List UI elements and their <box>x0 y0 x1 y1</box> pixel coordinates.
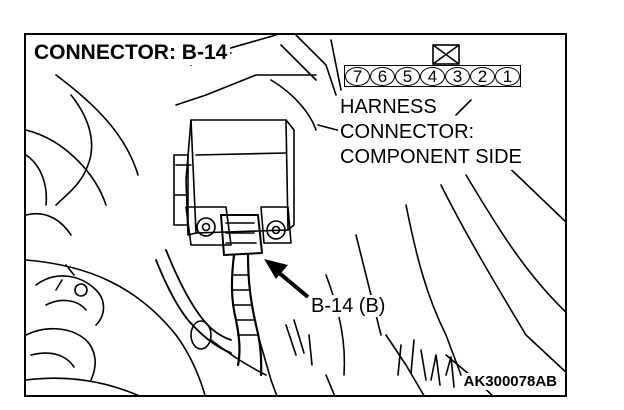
pin-1: 1 <box>495 66 520 86</box>
pin-6: 6 <box>370 66 395 86</box>
pin-2: 2 <box>470 66 495 86</box>
diagram-title: CONNECTOR: B-14 <box>32 41 231 65</box>
pin-4: 4 <box>420 66 445 86</box>
connector-pinout: 7 6 5 4 3 2 1 <box>344 65 521 87</box>
hose-outline-top <box>55 74 139 176</box>
harness-label-line-2: CONNECTOR: <box>338 120 477 145</box>
pointer-arrow-icon <box>264 259 310 299</box>
harness-connector-label: HARNESS CONNECTOR: COMPONENT SIDE <box>336 95 526 170</box>
harness-label-line-1: HARNESS <box>338 95 439 120</box>
connector-lock-tab-icon <box>432 44 460 65</box>
connector-diagram: CONNECTOR: B-14 7 6 5 4 3 2 1 HARNESS CO… <box>24 33 567 397</box>
pin-3: 3 <box>445 66 470 86</box>
harness-label-line-3: COMPONENT SIDE <box>338 145 524 170</box>
pin-5: 5 <box>395 66 420 86</box>
figure-code: AK300078AB <box>461 373 559 390</box>
engine-bay-illustration <box>26 35 565 395</box>
connector-callout: B-14 (B) <box>309 295 388 317</box>
hose-outline-mid <box>26 129 107 206</box>
harness-leader-line <box>455 99 472 116</box>
pin-7: 7 <box>345 66 370 86</box>
